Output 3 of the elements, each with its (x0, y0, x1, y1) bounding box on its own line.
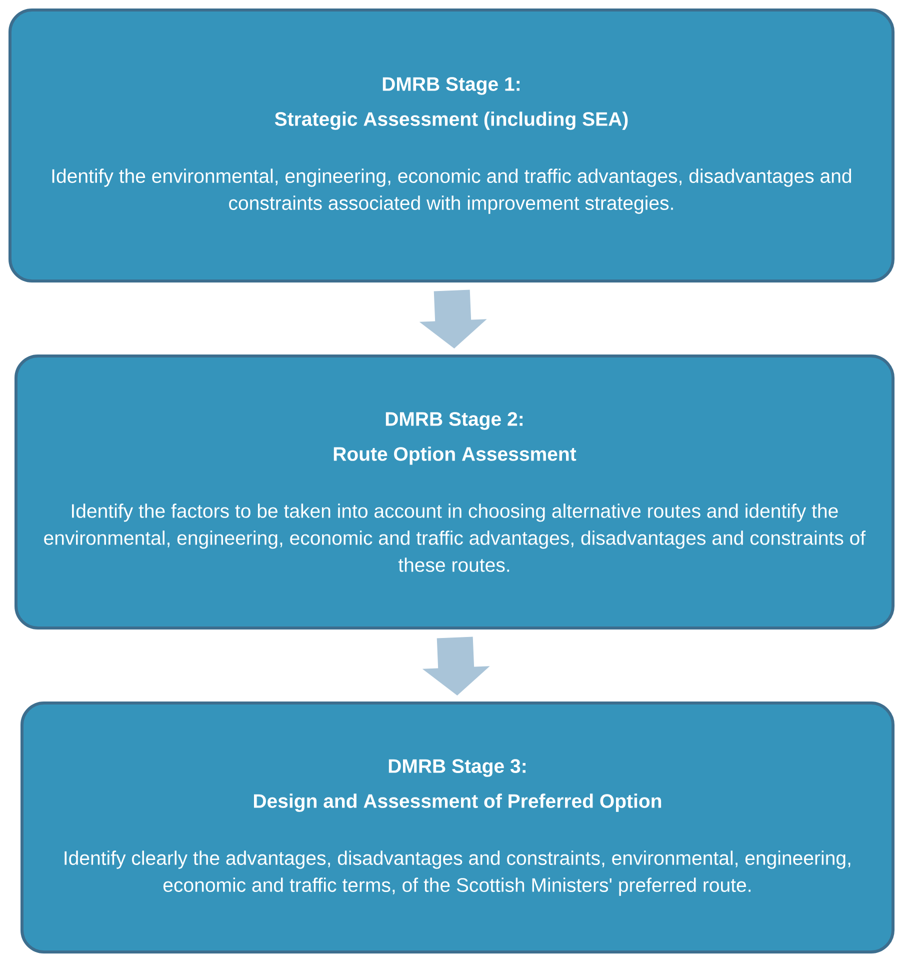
stage-box: DMRB Stage 1: Strategic Assessment (including SEA) Identify the environmental, engineering, economic and traffic advantages, disadvantages and constraints associated with improvement strategies. (8, 8, 894, 282)
stage-box: DMRB Stage 3: Design and Assessment of Preferred Option Identify clearly the advantages, disadvantages and constraints, environmental, engineering, economic and traffic terms, of the Scottish Ministers' preferred route. (20, 702, 894, 954)
stage-box: DMRB Stage 2: Route Option Assessment Identify the factors to be taken into account in choosing alternative routes and identify the environmental, engineering, economic and traffic advantages, disadvantages and constraints of these routes. (14, 354, 894, 630)
